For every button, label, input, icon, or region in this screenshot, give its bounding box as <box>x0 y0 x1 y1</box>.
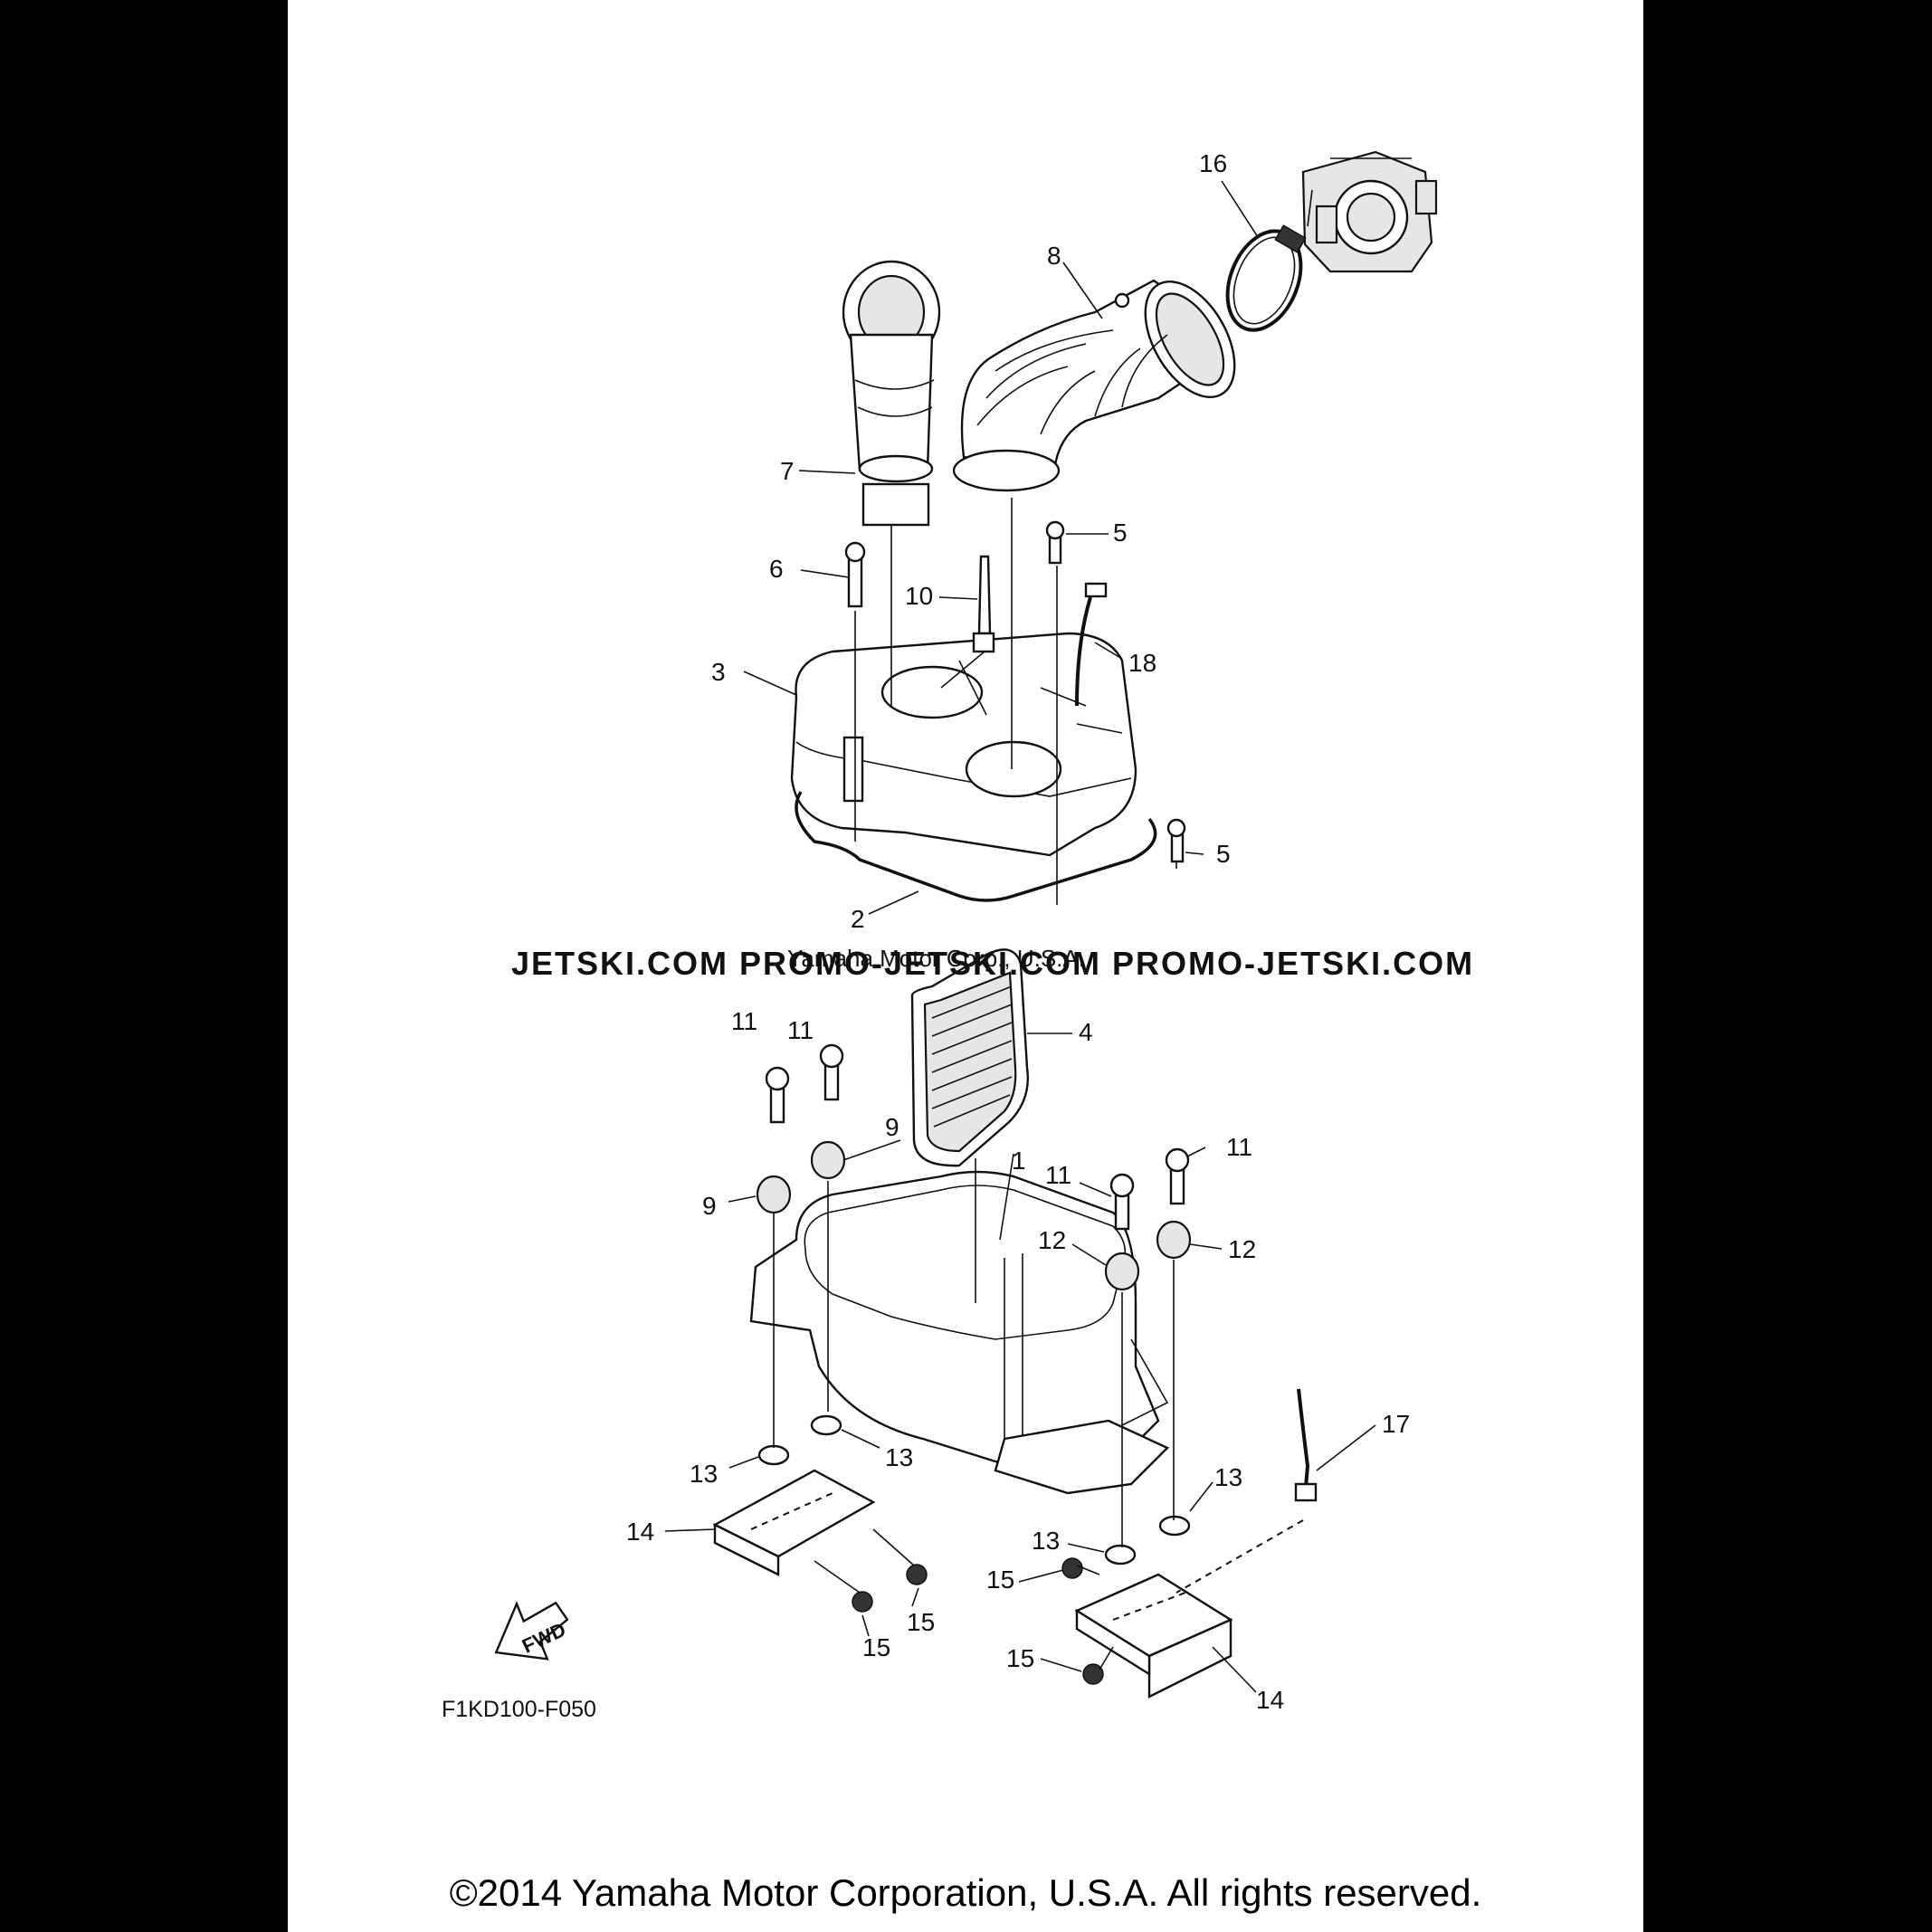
callout-14-a: 14 <box>626 1518 654 1546</box>
figure-code: F1KD100-F050 <box>442 1697 596 1722</box>
callout-5-bottom: 5 <box>1216 840 1231 868</box>
callout-1: 1 <box>1012 1147 1026 1175</box>
callout-13-a: 13 <box>885 1443 913 1471</box>
copyright-notice: ©2014 Yamaha Motor Corporation, U.S.A. A… <box>449 1871 1482 1914</box>
callout-3: 3 <box>711 658 726 686</box>
watermark: JETSKI.COM PROMO-JETSKI.COM PROMO-JETSKI… <box>511 945 1474 982</box>
hose-clamp <box>1225 224 1307 332</box>
cover-gasket <box>795 791 1157 902</box>
callout-7: 7 <box>780 457 795 485</box>
callout-13-b: 13 <box>690 1460 718 1488</box>
callout-13-d: 13 <box>1032 1527 1060 1555</box>
callout-12-a: 12 <box>1038 1226 1066 1254</box>
callout-4: 4 <box>1079 1018 1093 1046</box>
callout-18: 18 <box>1128 649 1156 677</box>
callout-12-b: 12 <box>1228 1235 1256 1263</box>
mounting-bracket-right <box>1074 1573 1233 1699</box>
watermark-subtext: Yamaha Motor Corp., U.S.A. <box>787 945 1085 972</box>
callout-9-a: 9 <box>885 1113 899 1141</box>
callout-numbers: 16 8 7 5 6 10 18 3 5 2 11 11 4 9 1 11 11… <box>626 149 1410 1714</box>
callout-13-c: 13 <box>1214 1463 1242 1491</box>
callout-11-b: 11 <box>731 1007 757 1035</box>
callout-10: 10 <box>905 582 933 610</box>
callout-11-c: 11 <box>1226 1133 1252 1161</box>
callout-6: 6 <box>769 555 784 583</box>
intake-joint-hose <box>952 279 1236 492</box>
callout-8: 8 <box>1047 242 1061 270</box>
air-filter-case-cover <box>790 632 1137 857</box>
callout-11-a: 11 <box>787 1016 814 1044</box>
fwd-arrow: FWD <box>494 1601 569 1661</box>
throttle-body <box>1301 150 1438 273</box>
callout-9-b: 9 <box>702 1192 717 1220</box>
assembly-lines <box>773 498 1304 1670</box>
callout-15-c: 15 <box>862 1633 890 1661</box>
callout-14-b: 14 <box>1256 1686 1284 1714</box>
callout-15-d: 15 <box>1006 1644 1034 1672</box>
callout-5-top: 5 <box>1113 519 1128 547</box>
callout-17: 17 <box>1382 1410 1410 1438</box>
callout-15-a: 15 <box>986 1566 1014 1594</box>
callout-11-d: 11 <box>1045 1161 1071 1189</box>
callout-16: 16 <box>1199 149 1227 177</box>
mounting-bracket-left <box>712 1469 876 1576</box>
leader-lines <box>664 180 1376 1693</box>
air-filter-element <box>910 948 1029 1167</box>
hardware <box>756 520 1318 1685</box>
callout-2: 2 <box>851 905 865 933</box>
intake-duct <box>842 260 941 527</box>
callout-15-b: 15 <box>907 1608 935 1636</box>
air-filter-case <box>749 1170 1170 1495</box>
